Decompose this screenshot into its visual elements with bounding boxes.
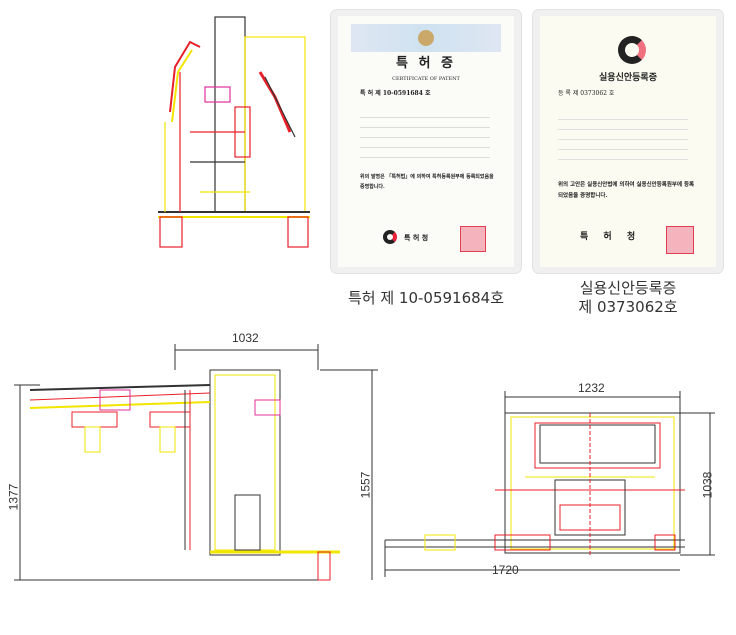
machine-front-drawing (158, 16, 310, 248)
utility-caption-line2: 제 0373062호 (578, 298, 678, 316)
utility-model-certificate: 실용신안등록증 등 록 제 0373062 호 위의 고안은 실용신안법에 의하… (533, 10, 723, 273)
dim-plan-right-height: 1038 (700, 471, 715, 499)
utility-caption-line1: 실용신안등록증 (579, 279, 677, 297)
dim-side-right-height: 1557 (358, 471, 373, 499)
dim-side-top-width: 1032 (232, 331, 259, 345)
patent-certificate: 특 허 증 CERTIFICATE OF PATENT 특 허 제 10-059… (331, 10, 521, 273)
dim-side-left-height: 1377 (6, 483, 21, 511)
seal-icon (418, 30, 434, 46)
certificate-statement: 위의 고안은 실용신안법에 의하여 실용신안등록원부에 등록되었음을 증명합니다… (558, 182, 695, 199)
patent-caption: 특허 제 10-0591684호 (347, 289, 505, 307)
certificate-issuer: 특 허 청 (404, 233, 429, 242)
official-stamp (666, 226, 694, 254)
plan-view-drawing (384, 391, 715, 577)
dim-plan-bottom-width: 1720 (492, 563, 519, 577)
certificate-title: 실용신안등록증 (599, 73, 657, 83)
certificate-title: 특 허 증 (396, 56, 456, 71)
certificate-number: 등 록 제 0373062 호 (558, 90, 615, 97)
certificate-number: 특 허 제 10-0591684 호 (360, 90, 431, 97)
official-stamp (460, 226, 486, 252)
certificate-subtitle: CERTIFICATE OF PATENT (392, 76, 460, 82)
dim-plan-top-width: 1232 (578, 381, 605, 395)
utility-caption: 실용신안등록증 제 0373062호 (533, 279, 723, 317)
certificate-statement: 위의 발명은 「특허법」에 의하여 특허등록원부에 등록되었음을 증명합니다. (360, 174, 494, 190)
certificate-issuer: 특 허 청 (580, 232, 642, 242)
kipo-logo-icon (618, 36, 646, 64)
kipo-logo-icon (383, 230, 397, 244)
side-elevation-drawing (14, 344, 378, 581)
